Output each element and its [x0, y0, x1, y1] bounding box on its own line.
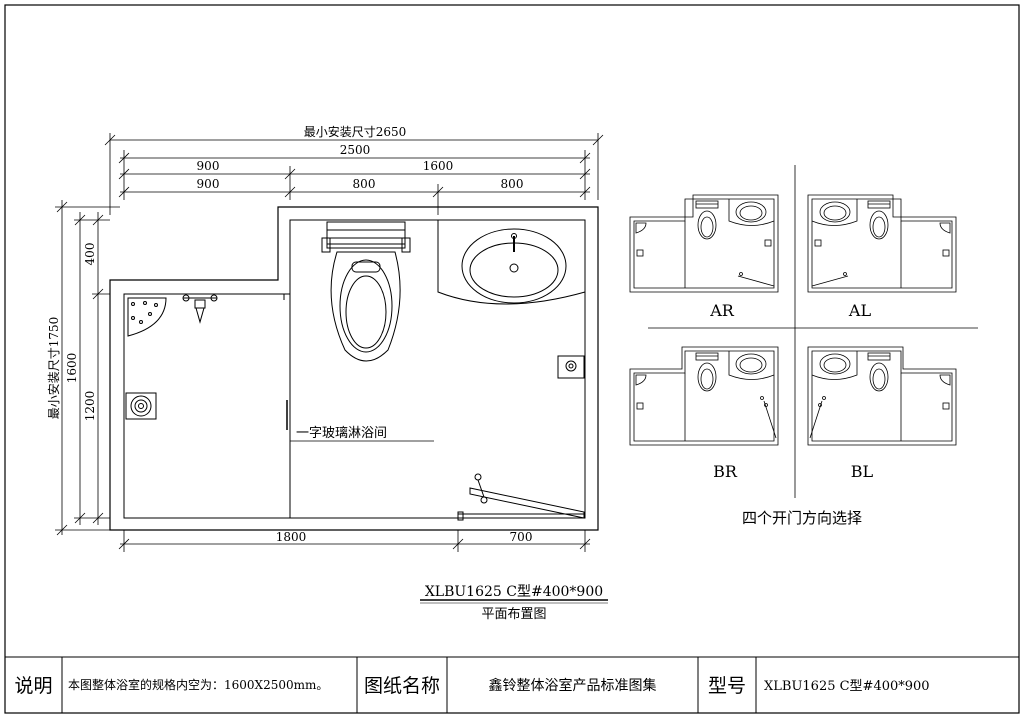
dim-min-install-height: 最小安装尺寸1750	[46, 317, 61, 420]
variant-br-diagram	[629, 346, 779, 446]
variant-bl-label: BL	[851, 462, 874, 481]
dim-height-total: 1600	[65, 353, 79, 384]
tb-note-text: 本图整体浴室的规格内空为：1600X2500mm。	[68, 678, 329, 692]
dim-total-width: 2500	[340, 143, 371, 157]
dim-seg2-c: 800	[501, 177, 524, 191]
dim-seg2-b: 800	[353, 177, 376, 191]
shower-drain	[125, 392, 157, 420]
variant-al-diagram	[807, 194, 957, 293]
dimension-lines	[55, 133, 604, 552]
toilet	[321, 221, 411, 362]
tb-drawing-name: 鑫铃整体浴室产品标准图集	[488, 677, 657, 694]
dim-bottom-a: 1800	[276, 530, 307, 544]
shower-label: 一字玻璃淋浴间	[296, 426, 387, 441]
tb-drawing-name-label: 图纸名称	[363, 675, 440, 697]
corner-shelf	[127, 297, 167, 337]
variant-br-label: BR	[713, 462, 738, 481]
dim-seg1-b: 1600	[423, 159, 454, 173]
shower-faucet	[182, 294, 218, 324]
dim-seg1-a: 900	[197, 159, 220, 173]
tb-note-label: 说明	[14, 675, 53, 697]
variant-al-label: AL	[848, 301, 872, 320]
dim-height-seg-a: 400	[83, 243, 97, 266]
outer-wall	[109, 206, 599, 531]
vanity-counter	[437, 220, 586, 305]
plan-caption: 平面布置图	[481, 607, 546, 622]
dim-bottom-b: 700	[510, 530, 533, 544]
dim-height-seg-b: 1200	[83, 391, 97, 422]
sink-basin-outer	[461, 228, 567, 304]
title-block-frame	[4, 656, 1020, 714]
variant-ar-label: AR	[709, 301, 735, 320]
glass-door	[457, 473, 585, 521]
main-plan	[109, 206, 599, 531]
dim-min-install-width: 最小安装尺寸2650	[304, 124, 407, 139]
tb-model-label: 型号	[707, 675, 746, 697]
variant-ar-diagram	[629, 194, 779, 293]
floor-drain-right	[557, 355, 585, 379]
variants-caption: 四个开门方向选择	[742, 509, 862, 527]
model-title: XLBU1625 C型#400*900	[425, 584, 603, 600]
dim-seg2-a: 900	[197, 177, 220, 191]
tb-model-value: XLBU1625 C型#400*900	[764, 679, 930, 694]
variant-bl-diagram	[807, 346, 957, 446]
